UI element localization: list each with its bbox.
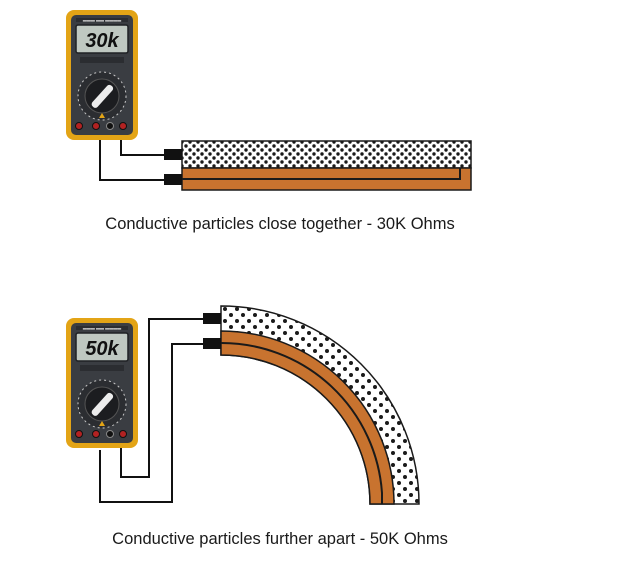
top-connector-pin-2 xyxy=(164,174,182,185)
warning-icon xyxy=(99,113,105,118)
top-multimeter: ▬▬▬ ▬▬ ▬▬▬▬ 30k xyxy=(66,10,138,140)
top-conductor-trace xyxy=(182,168,461,180)
bottom-multimeter: ▬▬▬ ▬▬ ▬▬▬▬ 50k xyxy=(66,318,138,448)
bottom-conductor-layer xyxy=(220,330,395,505)
jack-ma[interactable] xyxy=(92,122,100,130)
lcd-screen xyxy=(75,24,129,54)
display-value: 50k xyxy=(85,338,119,360)
jack-com[interactable] xyxy=(106,122,114,130)
lcd-screen xyxy=(75,332,129,362)
bottom-conductor-trace xyxy=(220,341,383,504)
display-value: 30k xyxy=(85,30,119,52)
bottom-connector-pin-2 xyxy=(203,338,221,349)
top-wire-negative xyxy=(99,135,166,181)
bottom-caption: Conductive particles further apart - 50K… xyxy=(112,530,448,548)
jack-ma[interactable] xyxy=(92,430,100,438)
svg-text:▬▬▬ ▬▬ ▬▬▬▬: ▬▬▬ ▬▬ ▬▬▬▬ xyxy=(83,326,121,331)
bottom-connector-pin-1 xyxy=(203,313,221,324)
top-connector-pin-1 xyxy=(164,149,182,160)
dial-pointer xyxy=(91,392,114,416)
top-setup: ▬▬▬ ▬▬ ▬▬▬▬ 30k Conductive particles clo… xyxy=(66,10,472,233)
dial-pointer xyxy=(91,84,114,108)
jack-vohm[interactable] xyxy=(119,430,127,438)
jack-vohm[interactable] xyxy=(119,122,127,130)
bottom-wires xyxy=(99,318,203,503)
top-flex-sensor xyxy=(164,140,472,191)
jack-10a[interactable] xyxy=(75,430,83,438)
bottom-setup: ▬▬▬ ▬▬ ▬▬▬▬ 50k Conductive particles fur… xyxy=(66,305,448,548)
svg-text:▬▬▬ ▬▬ ▬▬▬▬: ▬▬▬ ▬▬ ▬▬▬▬ xyxy=(83,18,121,23)
jack-10a[interactable] xyxy=(75,122,83,130)
bottom-wire-positive xyxy=(120,318,203,478)
top-caption: Conductive particles close together - 30… xyxy=(105,215,454,233)
bottom-wire-negative xyxy=(99,343,203,503)
jack-com[interactable] xyxy=(106,430,114,438)
top-particle-layer xyxy=(181,140,472,169)
bottom-flex-sensor xyxy=(203,305,420,505)
warning-icon xyxy=(99,421,105,426)
